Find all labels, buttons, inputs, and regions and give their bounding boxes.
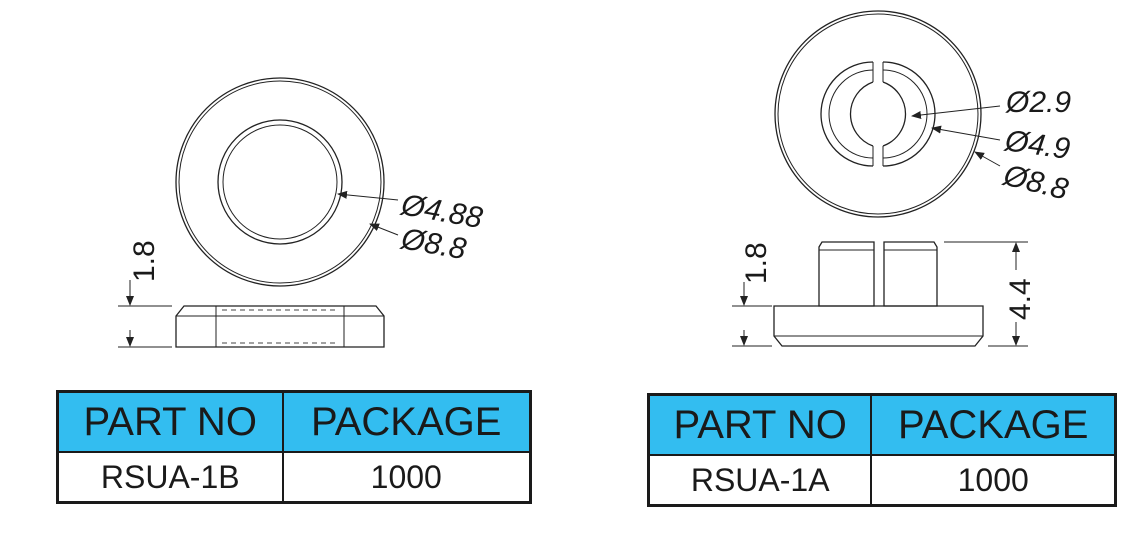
right-flange-height-label: 1.8 [740, 242, 773, 284]
table-row: RSUA-1A 1000 [647, 454, 1117, 507]
right-leaders [911, 105, 1001, 167]
left-height-label: 1.8 [128, 240, 161, 282]
package-header: PACKAGE [870, 393, 1117, 456]
right-side-view [773, 241, 984, 347]
part-table-rsua-1b: PART NO PACKAGE RSUA-1B 1000 [56, 390, 532, 504]
table-header-row: PART NO PACKAGE [647, 393, 1117, 456]
right-outer-diameter-label: Ø8.8 [999, 159, 1071, 207]
right-top-view [774, 10, 982, 218]
right-total-height-label: 4.4 [1004, 278, 1037, 320]
right-flange-height-dimension [732, 282, 772, 347]
table-header-row: PART NO PACKAGE [56, 390, 532, 453]
part-no-cell: RSUA-1B [56, 451, 284, 504]
right-total-height-dimension [944, 241, 1028, 347]
package-cell: 1000 [281, 451, 532, 504]
left-side-view [175, 305, 385, 348]
package-header: PACKAGE [281, 390, 532, 453]
part-no-header: PART NO [647, 393, 873, 456]
package-cell: 1000 [870, 454, 1117, 507]
left-height-dimension [118, 280, 172, 348]
part-table-rsua-1a: PART NO PACKAGE RSUA-1A 1000 [647, 393, 1117, 507]
left-top-view [175, 77, 385, 287]
table-row: RSUA-1B 1000 [56, 451, 532, 504]
part-no-cell: RSUA-1A [647, 454, 873, 507]
part-no-header: PART NO [56, 390, 284, 453]
right-inner-diameter-label: Ø2.9 [1005, 86, 1071, 119]
left-leaders [337, 190, 399, 236]
